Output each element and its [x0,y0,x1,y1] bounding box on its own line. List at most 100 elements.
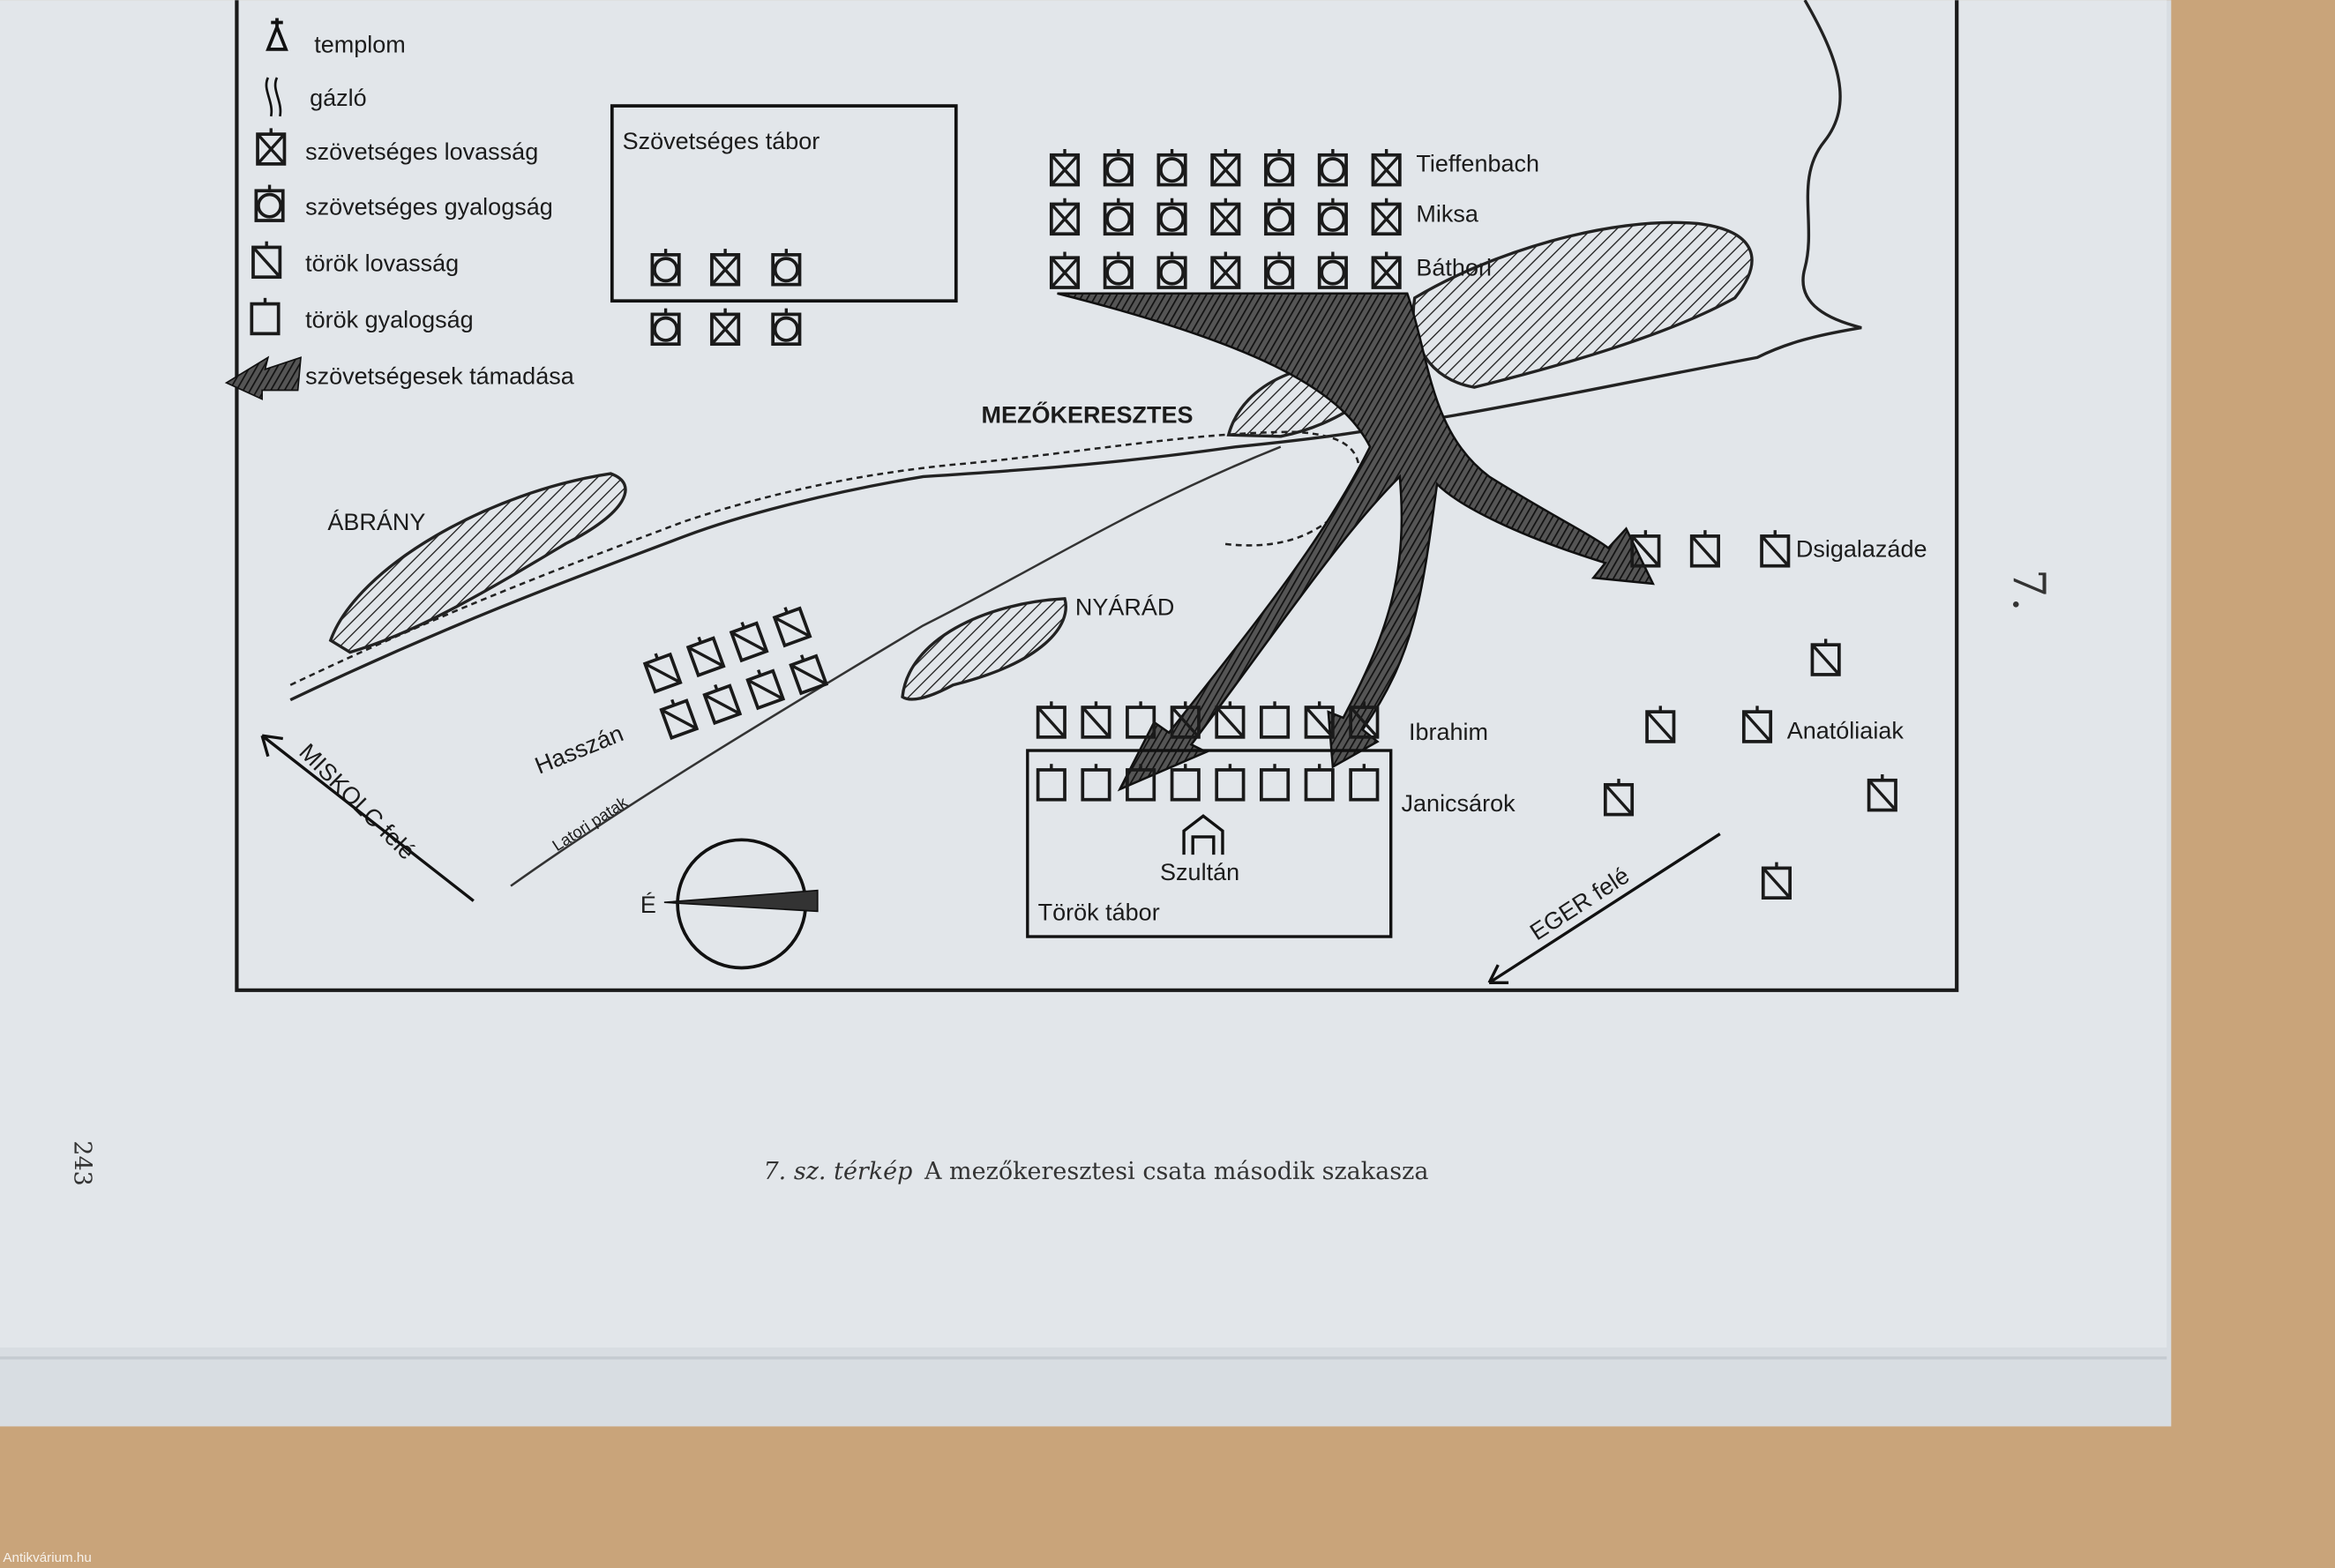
sultan-label: Szultán [1160,859,1239,885]
allied-army-units [1049,147,1402,289]
turkish-cavalry-unit [727,616,769,662]
place-nyarad: NYÁRÁD [1075,594,1175,620]
turkish-cavalry-unit [787,648,828,695]
turkish-cavalry-unit [1630,528,1661,568]
turkish-cavalry-unit [1603,777,1635,817]
allied-cavalry-unit [710,247,741,287]
allied-cavalry-unit [1371,196,1402,236]
place-mezokeresztes: MEZŐKERESZTES [981,401,1193,429]
turkish-army-units [641,528,1897,900]
watermark: Antikvárium.hu [3,1550,91,1565]
allied-infantry-unit [1156,250,1187,289]
map-frame [235,0,1959,992]
turkish-cavalry-unit [770,601,812,647]
turkish-cavalry-unit [1689,528,1720,568]
allied-cavalry-icon [256,126,287,166]
allied-infantry-icon [254,183,285,222]
map-caption: 7. sz. térkép A mezőkeresztesi csata máso… [764,1158,1429,1185]
allied-infantry-unit [1156,196,1187,236]
place-abrany: ÁBRÁNY [327,509,425,535]
turkish-cavalry-unit [744,663,785,710]
unit-label-dsigalazade: Dsigalazáde [1796,536,1927,563]
turkish-camp-label: Török tábor [1038,899,1160,925]
turkish-cavalry-unit [1760,528,1791,568]
legend-label: gázló [310,85,367,111]
unit-label-ibrahim: Ibrahim [1409,719,1488,745]
turkish-cavalry-unit [1304,699,1335,739]
allied-camp-units [650,247,802,347]
allied-infantry-unit [1317,147,1348,187]
turkish-cavalry-unit [1867,773,1897,812]
unit-label-bathori: Báthori [1416,255,1492,281]
allied-infantry-unit [1317,250,1348,289]
turkish-cavalry-unit [1810,637,1841,676]
allied-infantry-unit [1103,250,1134,289]
legend-label: templom [314,31,406,57]
allied-infantry-unit [771,306,802,347]
allied-cavalry-unit [1371,147,1402,187]
allied-infantry-unit [771,247,802,287]
unit-label-janicsarok: Janicsárok [1402,790,1516,817]
stream [510,445,1282,887]
attack-arrow-icon [224,355,302,400]
allied-cavalry-unit [1210,147,1241,187]
allied-camp-label: Szövetséges tábor [623,128,820,154]
legend-label: török gyalogság [305,307,474,333]
page [0,0,2167,1348]
allied-cavalry-unit [1210,250,1241,289]
legend-label: török lovasság [305,250,459,276]
caption-italic: 7. sz. térkép [764,1158,913,1185]
turkish-cavalry-unit [1036,699,1066,739]
unit-label-tieffenbach: Tieffenbach [1416,150,1539,176]
legend: templom gázló szövetséges lovasság szöve… [224,18,575,400]
allied-infantry-unit [1103,196,1134,236]
allied-infantry-unit [650,306,681,347]
turkish-cavalry-unit [657,693,699,740]
legend-label: szövetséges lovasság [305,138,538,165]
turkish-cavalry-unit [1170,699,1201,739]
turkish-cavalry-unit [1081,699,1111,739]
allied-cavalry-unit [1210,196,1241,236]
turkish-cavalry-icon [251,239,282,280]
arrow-miskolc-icon [260,734,475,902]
legend-label: szövetséges gyalogság [305,193,553,220]
compass-north-label: É [640,892,656,918]
turkish-cavalry-unit [700,678,742,725]
allied-attack-arrows [1057,292,1655,792]
allied-cavalry-unit [1049,250,1081,289]
allied-infantry-unit [1103,147,1134,187]
allied-cavalry-unit [1049,196,1081,236]
ford-icon [265,77,282,117]
legend-label: szövetségesek támadása [305,363,575,390]
hatched-area [1411,220,1754,389]
allied-cavalry-unit [710,306,741,347]
allied-infantry-unit [1264,250,1295,289]
church-icon [266,18,288,51]
turkish-cavalry-unit [1215,699,1246,739]
sultan-tent-icon [1182,814,1224,855]
allied-infantry-unit [1156,147,1187,187]
map-number: 7. [2002,569,2054,611]
turkish-cavalry-unit [1761,860,1792,900]
unit-label-anatoliaiak: Anatóliaiak [1787,718,1905,744]
allied-cavalry-unit [1049,147,1081,187]
village-abrany [328,472,627,654]
allied-infantry-unit [1317,196,1348,236]
arrow-eger-icon [1487,833,1721,985]
turkish-cavalry-unit [1741,704,1773,743]
compass-icon [663,838,819,970]
turkish-cavalry-unit [684,631,726,677]
allied-camp-box [610,104,958,303]
allied-infantry-unit [650,247,681,287]
allied-infantry-unit [1264,196,1295,236]
turkish-camp-box [1026,749,1393,938]
unit-label-miksa: Miksa [1416,201,1478,228]
caption-text: A mezőkeresztesi csata második szakasza [924,1158,1428,1185]
page-number: 243 [68,1140,95,1186]
turkish-cavalry-unit [641,646,683,694]
turkish-cavalry-unit [1349,699,1380,739]
turkish-cavalry-unit [1645,704,1676,743]
allied-cavalry-unit [1371,250,1402,289]
allied-infantry-unit [1264,147,1295,187]
